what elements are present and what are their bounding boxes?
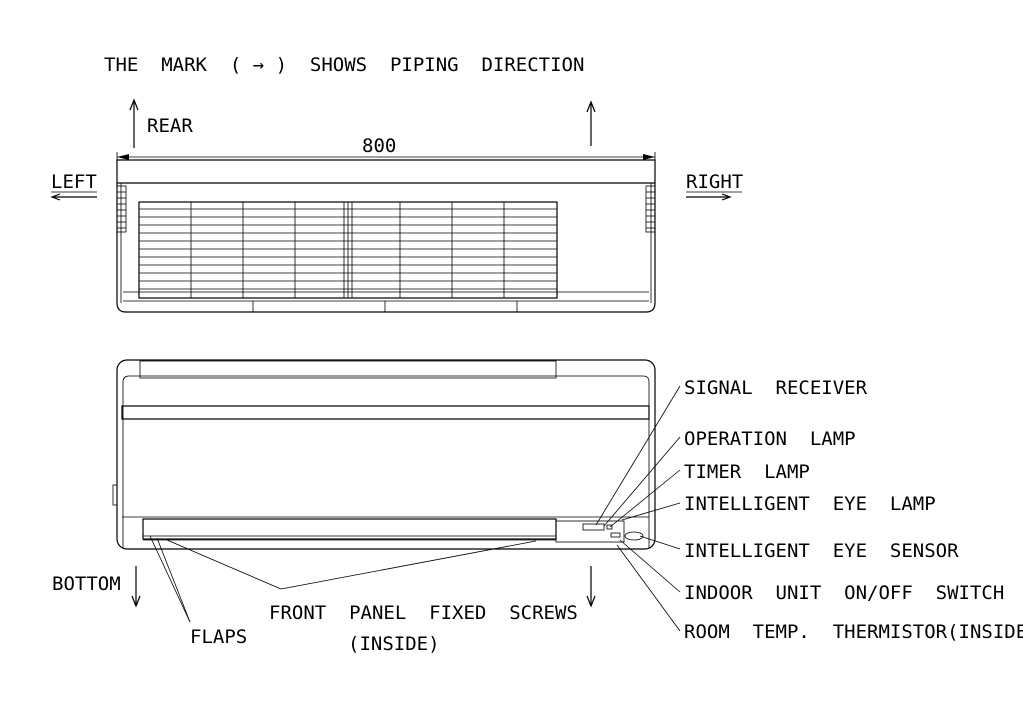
- right-arrow-icon: [686, 193, 732, 201]
- bottom-label: BOTTOM: [52, 573, 121, 595]
- top-view: REAR 800 LEFT RIGHT: [50, 98, 743, 313]
- rear-label: REAR: [147, 115, 193, 137]
- callout-leaders: [149, 385, 681, 632]
- top-view-grille: [138, 201, 558, 299]
- rear-arrow-icon: [129, 98, 139, 148]
- front-view-unit-body: [112, 359, 656, 550]
- operation-lamp-label: OPERATION LAMP: [684, 428, 856, 450]
- bottom-arrow-right-icon: [586, 566, 596, 608]
- intelligent-eye-lamp-label: INTELLIGENT EYE LAMP: [684, 493, 936, 515]
- flaps-label: FLAPS: [190, 626, 247, 648]
- width-dimension-value: 800: [362, 135, 396, 157]
- left-label: LEFT: [51, 171, 97, 193]
- intelligent-eye-sensor-label: INTELLIGENT EYE SENSOR: [684, 540, 959, 562]
- front-panel-screws-note: (INSIDE): [348, 633, 440, 655]
- front-view: BOTTOM SIGNAL RECEIVER OPERATION LAMP T: [52, 359, 1023, 655]
- room-temp-thermistor-label: ROOM TEMP. THERMISTOR(INSIDE): [684, 621, 1023, 643]
- left-side-vent: [116, 185, 127, 233]
- piping-direction-note: THE MARK ( → ) SHOWS PIPING DIRECTION: [104, 54, 584, 76]
- bottom-arrow-icon: [131, 566, 141, 608]
- right-side-vent: [645, 185, 656, 233]
- signal-receiver-label: SIGNAL RECEIVER: [684, 377, 868, 399]
- right-label: RIGHT: [686, 171, 743, 193]
- front-panel-screws-label: FRONT PANEL FIXED SCREWS: [269, 602, 578, 624]
- indoor-unit-switch-label: INDOOR UNIT ON/OFF SWITCH: [684, 582, 1004, 604]
- rear-arrow-right-icon: [586, 100, 596, 146]
- timer-lamp-label: TIMER LAMP: [684, 461, 810, 483]
- left-arrow-icon: [50, 193, 97, 201]
- width-dimension-line: [116, 152, 656, 182]
- top-view-unit-body: [116, 159, 656, 313]
